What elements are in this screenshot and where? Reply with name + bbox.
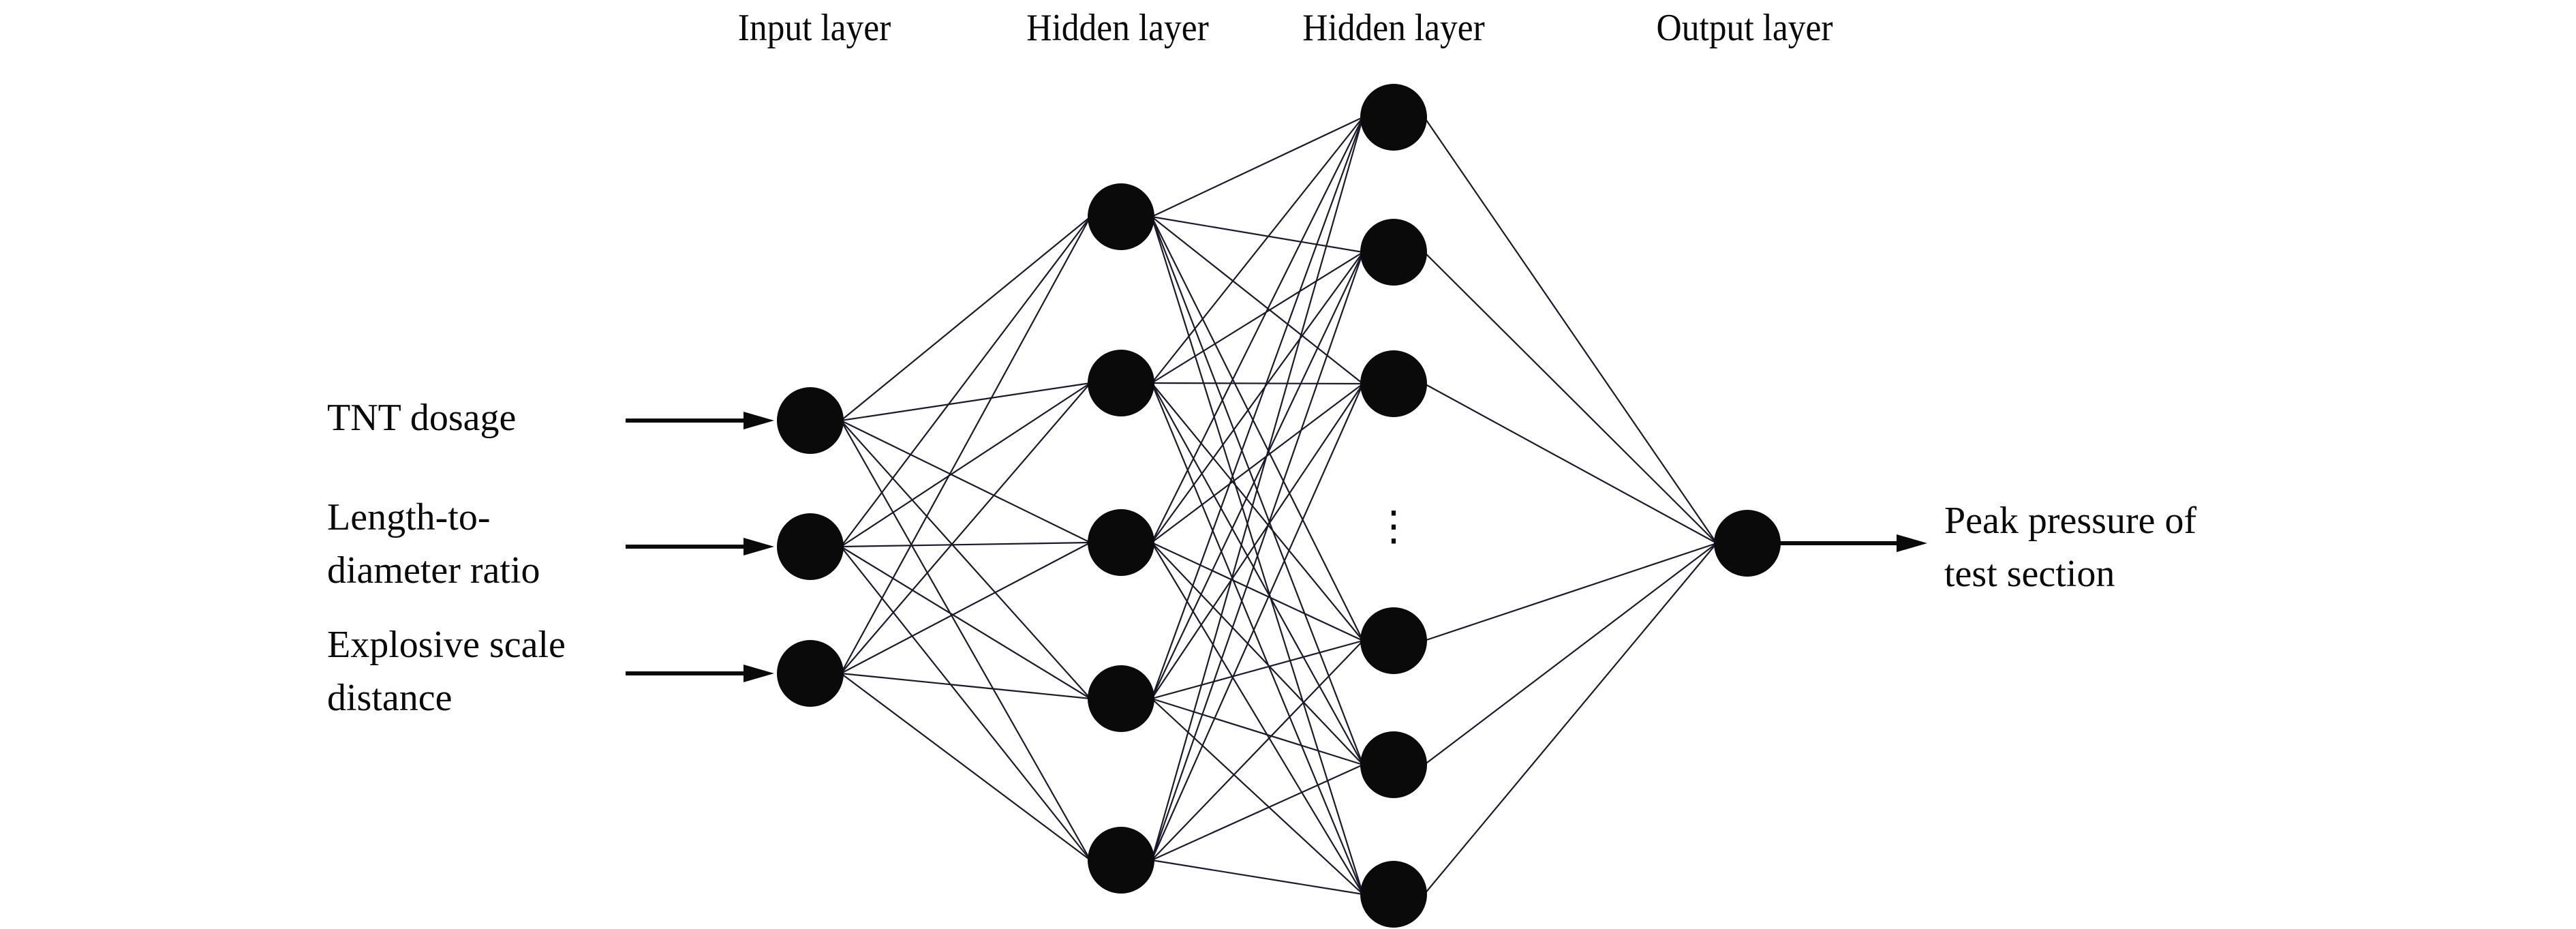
output-label-line: Peak pressure of xyxy=(1944,500,2197,542)
edge-input-2-to-hidden1-0 xyxy=(840,216,1091,674)
edge-hidden1-3-to-hidden2-0 xyxy=(1150,117,1364,699)
input-label-line: TNT dosage xyxy=(327,397,517,439)
hidden2-node-3 xyxy=(1360,350,1427,417)
edge-input-0-to-hidden1-1 xyxy=(840,382,1091,422)
edge-input-1-to-hidden1-3 xyxy=(840,546,1091,699)
edge-input-1-to-hidden1-2 xyxy=(840,541,1091,548)
output-label-peak-pressure: Peak pressure of test section xyxy=(1944,494,2196,600)
edge-hidden1-3-to-hidden2-3 xyxy=(1151,639,1364,700)
input-label-tnt-dosage: TNT dosage xyxy=(327,391,516,444)
edge-hidden1-1-to-hidden2-2 xyxy=(1151,382,1364,385)
edge-hidden1-3-to-hidden2-4 xyxy=(1151,697,1364,766)
edge-input-2-to-hidden1-4 xyxy=(840,673,1091,861)
edge-hidden1-2-to-hidden2-1 xyxy=(1151,252,1364,543)
edge-hidden1-1-to-hidden2-1 xyxy=(1151,252,1364,384)
edge-hidden2-5-to-output-0 xyxy=(1424,543,1717,895)
edge-hidden1-0-to-hidden2-2 xyxy=(1151,216,1364,384)
edge-hidden1-4-to-hidden2-1 xyxy=(1150,252,1364,861)
input-arrow-1 xyxy=(626,412,774,429)
edge-input-2-to-hidden1-3 xyxy=(840,672,1091,700)
input-label-line: diameter ratio xyxy=(327,549,540,592)
edge-hidden1-1-to-hidden2-0 xyxy=(1151,117,1364,384)
edge-hidden1-4-to-hidden2-3 xyxy=(1151,640,1364,861)
edge-hidden1-1-to-hidden2-5 xyxy=(1150,382,1364,895)
edge-hidden2-4-to-output-0 xyxy=(1424,543,1717,765)
edge-hidden1-3-to-hidden2-1 xyxy=(1151,252,1364,699)
input-arrow-2 xyxy=(626,538,774,555)
edge-hidden1-4-to-hidden2-0 xyxy=(1150,117,1364,861)
output-arrow xyxy=(1779,534,1927,552)
edge-input-0-to-hidden1-0 xyxy=(840,216,1091,421)
output-node-1 xyxy=(1714,510,1781,577)
edge-input-2-to-hidden1-2 xyxy=(840,542,1091,674)
edge-hidden1-0-to-hidden2-0 xyxy=(1151,117,1364,217)
connection-edges xyxy=(840,117,1717,896)
edge-input-0-to-hidden1-4 xyxy=(840,420,1091,861)
edge-hidden1-1-to-hidden2-3 xyxy=(1151,382,1364,641)
edge-hidden1-0-to-hidden2-3 xyxy=(1151,216,1364,641)
input-layer-title: Input layer xyxy=(737,7,891,49)
input-node-3 xyxy=(777,640,844,707)
edge-hidden1-2-to-hidden2-4 xyxy=(1151,542,1364,765)
edge-hidden1-4-to-hidden2-2 xyxy=(1150,383,1364,861)
input-arrow-2-head xyxy=(743,538,774,555)
hidden-layer-ellipsis: ⋮ xyxy=(1373,502,1414,550)
input-arrow-3 xyxy=(626,665,774,682)
edge-input-1-to-hidden1-4 xyxy=(840,546,1091,861)
hidden1-node-4 xyxy=(1088,665,1154,732)
input-label-line: Length-to- xyxy=(327,496,491,538)
hidden1-node-3 xyxy=(1088,509,1154,576)
edge-hidden1-2-to-hidden2-0 xyxy=(1151,117,1364,543)
edge-hidden1-1-to-hidden2-4 xyxy=(1151,382,1364,765)
edge-hidden1-0-to-hidden2-1 xyxy=(1151,215,1364,254)
output-label-line: test section xyxy=(1944,553,2115,595)
edge-hidden1-3-to-hidden2-5 xyxy=(1151,698,1364,895)
io-arrows xyxy=(626,412,1927,682)
hidden-layer-2-title: Hidden layer xyxy=(1302,7,1485,49)
edge-hidden2-3-to-output-0 xyxy=(1424,542,1717,642)
edge-input-1-to-hidden1-0 xyxy=(840,216,1091,547)
hidden2-node-5 xyxy=(1360,731,1427,798)
input-node-2 xyxy=(777,513,844,580)
edge-hidden2-0-to-output-0 xyxy=(1424,117,1717,544)
edge-input-1-to-hidden1-1 xyxy=(840,382,1091,547)
edge-hidden1-3-to-hidden2-2 xyxy=(1151,383,1364,699)
input-node-1 xyxy=(777,387,844,454)
hidden1-node-1 xyxy=(1088,183,1154,250)
hidden2-node-1 xyxy=(1360,84,1427,151)
edge-hidden2-1-to-output-0 xyxy=(1424,252,1717,544)
output-layer-title: Output layer xyxy=(1656,7,1833,49)
hidden2-node-4 xyxy=(1360,607,1427,674)
input-label-line: Explosive scale xyxy=(327,624,566,666)
edge-hidden1-4-to-hidden2-5 xyxy=(1151,859,1364,896)
hidden2-node-2 xyxy=(1360,219,1427,286)
edge-input-0-to-hidden1-3 xyxy=(840,420,1091,699)
hidden1-node-2 xyxy=(1088,350,1154,416)
edge-input-0-to-hidden1-2 xyxy=(840,420,1091,543)
hidden-layer-1-title: Hidden layer xyxy=(1026,7,1209,49)
input-label-length-to-diameter: Length-to- diameter ratio xyxy=(327,491,540,597)
input-label-line: distance xyxy=(327,677,453,719)
edge-hidden1-2-to-hidden2-3 xyxy=(1151,542,1364,641)
input-label-explosive-scale-distance: Explosive scale distance xyxy=(327,618,566,725)
edge-input-2-to-hidden1-1 xyxy=(840,382,1091,674)
input-arrow-3-head xyxy=(743,665,774,682)
output-arrow-head xyxy=(1897,534,1927,552)
input-arrow-1-head xyxy=(743,412,774,429)
edge-hidden2-2-to-output-0 xyxy=(1424,383,1717,544)
hidden1-node-5 xyxy=(1088,827,1154,894)
neuron-nodes xyxy=(777,84,1781,928)
hidden2-node-6 xyxy=(1360,861,1427,928)
edge-hidden1-2-to-hidden2-5 xyxy=(1151,542,1364,895)
edge-hidden1-2-to-hidden2-2 xyxy=(1151,383,1364,543)
edge-hidden1-4-to-hidden2-4 xyxy=(1151,763,1364,862)
